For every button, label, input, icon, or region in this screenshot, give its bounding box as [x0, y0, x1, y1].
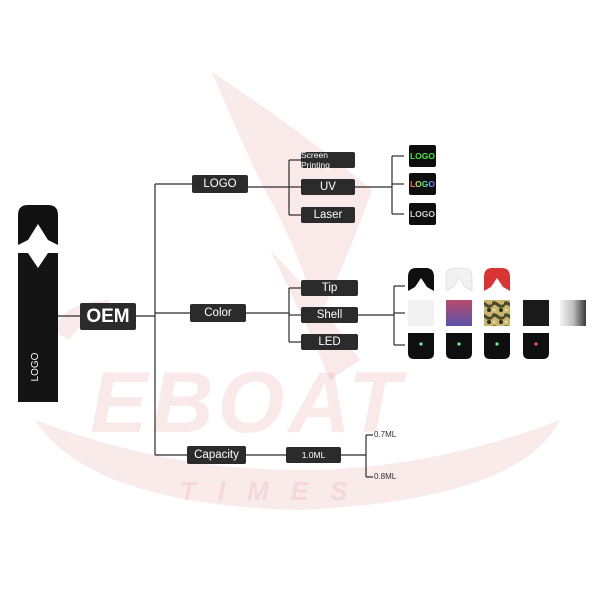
method-screen-printing: Screen Printing: [301, 150, 355, 170]
variant-led: [534, 342, 538, 346]
device-mouthpiece: [18, 205, 58, 245]
variant-shell: [484, 300, 510, 326]
watermark-sub: TIMES: [180, 476, 369, 506]
color-variant: [484, 268, 510, 359]
variant-base: [446, 333, 472, 359]
capacity-node: Capacity: [187, 446, 246, 464]
logo-sample-uv: LOGO: [409, 173, 436, 195]
logo-sample-uv-text: LOGO: [409, 179, 436, 189]
logo-sample-laser: LOGO: [409, 203, 436, 225]
variant-tip: [484, 268, 510, 291]
method-laser: Laser: [301, 207, 355, 223]
variant-tip: [445, 267, 473, 292]
color-variants: [408, 267, 586, 359]
vape-device: [18, 205, 58, 402]
color-variant: [523, 300, 549, 359]
variant-led: [495, 342, 499, 346]
capacity-option: 0.7ML: [374, 430, 397, 439]
logo-sample-screen-printing: LOGO: [409, 145, 436, 167]
variant-shell: [446, 300, 472, 326]
variant-shell: [523, 300, 549, 326]
part-shell: Shell: [301, 307, 358, 323]
oem-node: OEM: [80, 303, 136, 330]
color-variant: [445, 267, 473, 359]
color-node: Color: [190, 304, 246, 322]
variant-led: [419, 342, 423, 346]
capacity-value: 1.0ML: [286, 447, 341, 463]
variant-tip: [408, 268, 434, 291]
device-logo-text: LOGO: [29, 352, 41, 382]
color-variant: [560, 300, 586, 326]
part-led: LED: [301, 334, 358, 350]
variant-shell: [408, 300, 434, 326]
connector-lines: [58, 155, 405, 478]
variant-base: [523, 333, 549, 359]
watermark-brand: EBOAT: [90, 355, 407, 451]
variant-base: [484, 333, 510, 359]
logo-node: LOGO: [192, 175, 248, 193]
method-uv: UV: [301, 179, 355, 195]
variant-base: [408, 333, 434, 359]
part-tip: Tip: [301, 280, 358, 296]
variant-led: [457, 342, 461, 346]
variant-shell: [560, 300, 586, 326]
color-variant: [408, 268, 434, 359]
capacity-option: 0.8ML: [374, 472, 397, 481]
device-body: [18, 253, 58, 402]
